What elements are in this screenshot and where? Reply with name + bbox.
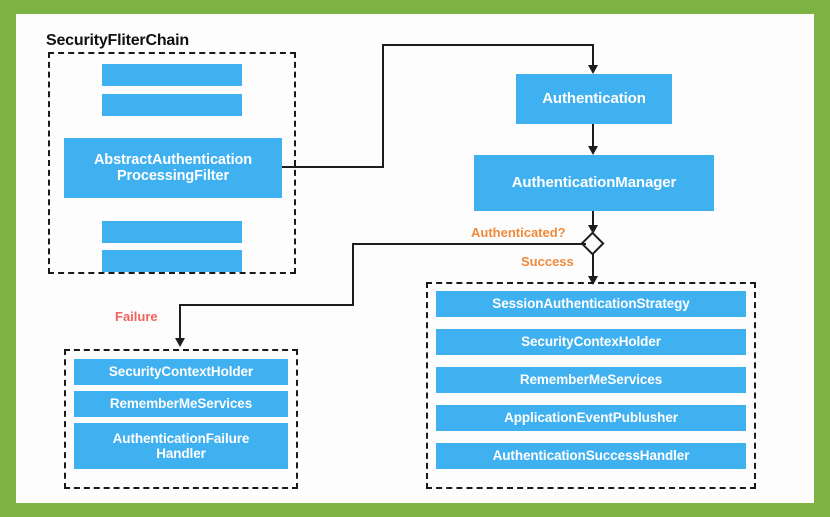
success-item-session-authentication-strategy[interactable]: SessionAuthenticationStrategy <box>436 291 746 317</box>
diagram-panel: SecurityFliterChain AbstractAuthenticati… <box>16 14 814 503</box>
arrowhead-into-failure-group <box>175 338 185 347</box>
failure-item-1-label: RememberMeServices <box>109 396 253 412</box>
success-item-3-label: ApplicationEventPublusher <box>504 410 678 426</box>
success-item-application-event-publisher[interactable]: ApplicationEventPublusher <box>436 405 746 431</box>
edge-decision-to-failure-v1 <box>352 243 354 306</box>
edge-filter-to-auth-segment-v <box>382 44 384 168</box>
filter-placeholder-bar-2 <box>102 94 242 116</box>
filter-placeholder-bar-3 <box>102 221 242 243</box>
failure-item-2-label-line2: Handler <box>156 446 206 461</box>
success-item-4-label: AuthenticationSuccessHandler <box>492 448 690 464</box>
filter-chain-group <box>48 52 296 274</box>
decision-failure-label: Failure <box>115 309 158 324</box>
abstract-filter-label-line1: AbstractAuthentication <box>93 151 253 168</box>
success-item-security-context-holder[interactable]: SecurityContexHolder <box>436 329 746 355</box>
authentication-manager-label: AuthenticationManager <box>511 173 677 191</box>
success-handlers-group <box>426 282 756 489</box>
authentication-label: Authentication <box>542 89 646 107</box>
failure-item-remember-me-services[interactable]: RememberMeServices <box>74 391 288 417</box>
edge-filter-to-auth-segment-h2 <box>382 44 594 46</box>
arrowhead-into-success-group <box>588 276 598 285</box>
decision-question-label: Authenticated? <box>471 225 566 240</box>
arrowhead-into-decision <box>588 225 598 234</box>
abstract-authentication-processing-filter-node[interactable]: AbstractAuthentication ProcessingFilter <box>64 138 282 198</box>
failure-item-authentication-failure-handler[interactable]: AuthenticationFailure Handler <box>74 423 288 469</box>
failure-item-2-label-line1: AuthenticationFailure <box>112 430 250 446</box>
decision-success-label: Success <box>521 254 574 269</box>
edge-decision-to-success <box>592 253 594 281</box>
authentication-node[interactable]: Authentication <box>516 74 672 124</box>
success-item-2-label: RememberMeServices <box>519 372 663 388</box>
success-item-1-label: SecurityContexHolder <box>521 334 661 350</box>
authentication-manager-node[interactable]: AuthenticationManager <box>474 155 714 211</box>
success-item-0-label: SessionAuthenticationStrategy <box>492 296 690 312</box>
filter-placeholder-bar-1 <box>102 64 242 86</box>
page-title: SecurityFliterChain <box>46 32 189 49</box>
edge-decision-to-failure-v2 <box>179 304 181 342</box>
success-item-authentication-success-handler[interactable]: AuthenticationSuccessHandler <box>436 443 746 469</box>
edge-manager-to-decision <box>592 211 594 229</box>
arrowhead-into-authentication-manager <box>588 146 598 155</box>
filter-placeholder-bar-4 <box>102 250 242 272</box>
edge-decision-to-failure-h2 <box>179 304 354 306</box>
edge-filter-to-auth-drop <box>592 44 594 69</box>
failure-handlers-group <box>64 349 298 489</box>
edge-filter-to-auth-segment-h1 <box>282 166 384 168</box>
edge-decision-to-failure-h1 <box>352 243 586 245</box>
failure-item-0-label: SecurityContextHolder <box>108 364 254 380</box>
arrowhead-into-authentication <box>588 65 598 74</box>
success-item-remember-me-services[interactable]: RememberMeServices <box>436 367 746 393</box>
abstract-filter-label-line2: ProcessingFilter <box>116 168 230 184</box>
edge-auth-to-manager <box>592 124 594 150</box>
failure-item-security-context-holder[interactable]: SecurityContextHolder <box>74 359 288 385</box>
